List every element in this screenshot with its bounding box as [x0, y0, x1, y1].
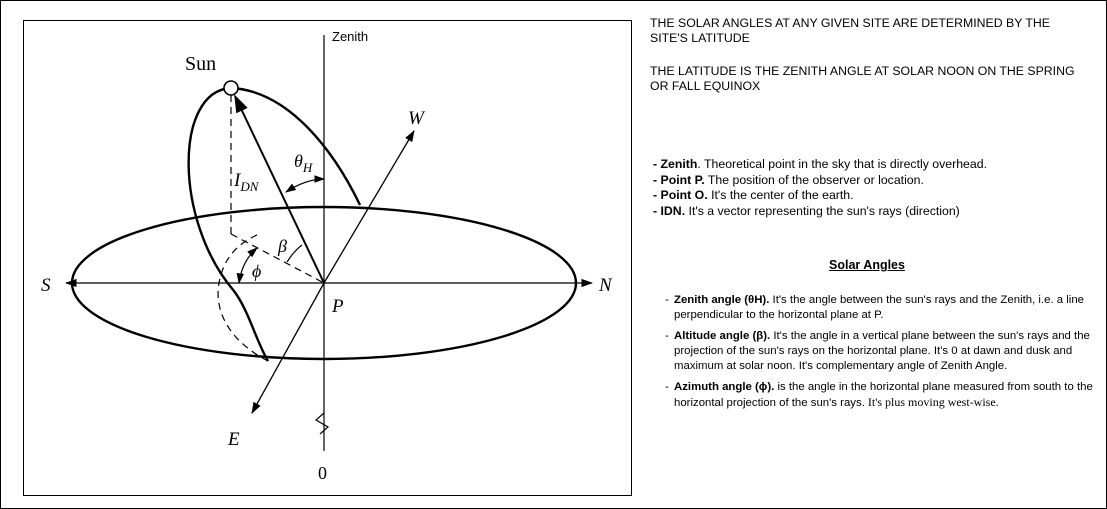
- east-label: E: [227, 429, 240, 450]
- equinox-statement: THE LATITUDE IS THE ZENITH ANGLE AT SOLA…: [650, 64, 1075, 93]
- axis-break-mark: [314, 412, 330, 435]
- definition-zenith: - Zenith. Theoretical point in the sky t…: [653, 157, 987, 171]
- sun-label: Sun: [185, 53, 216, 75]
- ray-horizontal-projection: [230, 233, 325, 284]
- point-o-label: 0: [318, 463, 327, 483]
- sun-path-upper: [230, 86, 362, 206]
- west-label: W: [408, 108, 426, 129]
- angle-zenith: - Zenith angle (θH). It's the angle betw…: [665, 294, 1085, 321]
- south-label: S: [41, 275, 51, 296]
- definition-idn: - IDN. It's a vector representing the su…: [653, 203, 960, 218]
- phi-label: ϕ: [252, 261, 261, 281]
- azimuth-angle-arc: [236, 247, 258, 285]
- diagram-svg: Zenith Sun W S N E P 0 θH IDN β ϕ: [41, 29, 613, 483]
- sun-ray-idn: [234, 94, 325, 284]
- definition-point-p: - Point P. The position of the observer …: [653, 172, 924, 187]
- latitude-statement: THE SOLAR ANGLES AT ANY GIVEN SITE ARE D…: [650, 16, 1050, 45]
- solar-angles-heading: Solar Angles: [829, 258, 905, 272]
- angle-altitude: - Altitude angle (β). It's the angle in …: [665, 330, 1090, 372]
- idn-label: IDN: [233, 170, 260, 194]
- zenith-angle-label: θH: [294, 151, 313, 175]
- altitude-angle-arc: [286, 244, 303, 263]
- west-axis: [323, 129, 415, 284]
- angles-list: - Zenith angle (θH). It's the angle betw…: [665, 293, 1101, 417]
- solar-angles-diagram: Zenith Sun W S N E P 0 θH IDN β ϕ: [23, 20, 632, 496]
- sun-marker: [223, 80, 239, 96]
- zenith-label: Zenith: [332, 29, 368, 44]
- sun-path-hidden: [217, 233, 269, 362]
- angle-azimuth: - Azimuth angle (ϕ). is the angle in the…: [665, 381, 1093, 409]
- definitions-list: - Zenith. Theoretical point in the sky t…: [653, 157, 1101, 219]
- definition-point-o: - Point O. It's the center of the earth.: [653, 188, 854, 202]
- point-p-label: P: [331, 296, 344, 317]
- sun-path-front: [187, 86, 270, 362]
- zenith-angle-arc: [285, 175, 326, 193]
- beta-label: β: [277, 236, 287, 256]
- east-axis: [251, 282, 325, 415]
- north-label: N: [598, 275, 613, 296]
